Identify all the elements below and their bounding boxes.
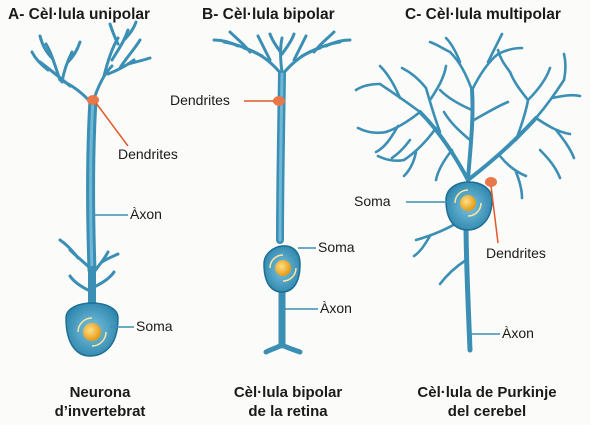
unipolar-nucleus xyxy=(83,323,101,341)
purkinje-nucleus xyxy=(460,195,476,211)
unipolar-neuron xyxy=(32,22,150,310)
bipolar-dendrites xyxy=(214,32,350,75)
label-purkinje-dendrites: Dendrites xyxy=(486,245,546,261)
purkinje-dendrite-marker xyxy=(485,177,497,187)
label-unipolar-soma: Soma xyxy=(136,318,173,334)
caption-unipolar-line1: Neurona xyxy=(40,383,160,402)
label-bipolar-soma: Soma xyxy=(318,239,355,255)
unipolar-soma xyxy=(66,303,118,356)
label-bipolar-dendrites: Dendrites xyxy=(170,92,230,108)
purkinje-soma xyxy=(446,182,492,230)
purkinje-leaders xyxy=(491,186,498,243)
caption-bipolar: Cèl·lula bipolar de la retina xyxy=(218,383,358,421)
label-unipolar-axon: Àxon xyxy=(130,206,162,222)
label-purkinje-axon: Àxon xyxy=(502,325,534,341)
purkinje-dendrites xyxy=(356,34,580,198)
caption-unipolar: Neurona d’invertebrat xyxy=(40,383,160,421)
bipolar-nucleus xyxy=(275,260,291,276)
unipolar-dendrites xyxy=(32,22,150,105)
caption-bipolar-line2: de la retina xyxy=(218,402,358,421)
caption-purkinje-line1: Cèl·lula de Purkinje xyxy=(404,383,570,402)
unipolar-leaders xyxy=(96,103,128,146)
caption-unipolar-line2: d’invertebrat xyxy=(40,402,160,421)
caption-bipolar-line1: Cèl·lula bipolar xyxy=(218,383,358,402)
label-purkinje-soma: Soma xyxy=(354,193,391,209)
bipolar-dendrite-marker xyxy=(273,96,285,106)
bipolar-soma xyxy=(264,246,300,292)
label-bipolar-axon: Àxon xyxy=(320,300,352,316)
label-unipolar-dendrites: Dendrites xyxy=(118,146,178,162)
caption-purkinje-line2: del cerebel xyxy=(404,402,570,421)
caption-purkinje: Cèl·lula de Purkinje del cerebel xyxy=(404,383,570,421)
